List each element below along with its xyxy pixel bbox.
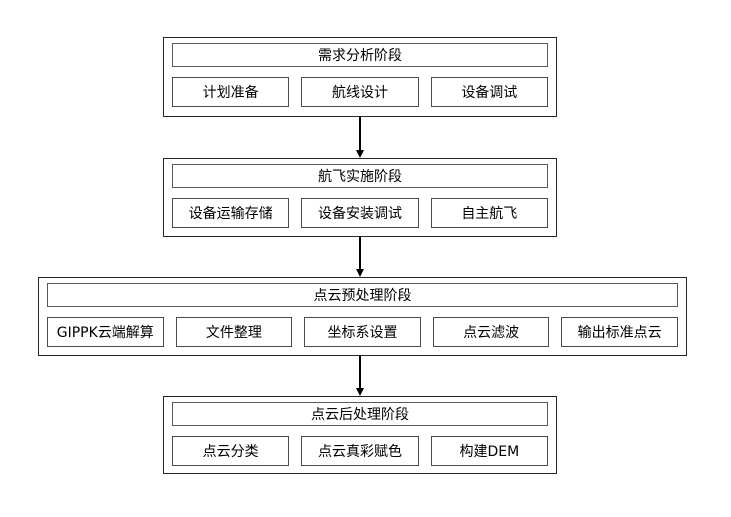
- step-box: 点云滤波: [432, 317, 550, 347]
- step-box: 点云真彩赋色: [301, 436, 419, 466]
- arrow-head: [355, 150, 364, 158]
- stage-header-label: 航飞实施阶段: [318, 169, 402, 185]
- stage-header: 需求分析阶段: [172, 43, 548, 67]
- step-box: 计划准备: [172, 77, 290, 107]
- stage-header: 航飞实施阶段: [172, 164, 548, 188]
- stage-flight-implementation: 航飞实施阶段 设备运输存储 设备安装调试 自主航飞: [163, 158, 557, 237]
- stage-pointcloud-postprocessing: 点云后处理阶段 点云分类 点云真彩赋色 构建DEM: [163, 396, 557, 474]
- stage-header: 点云预处理阶段: [47, 283, 678, 307]
- stage-header: 点云后处理阶段: [172, 402, 548, 426]
- stage-steps-row: 点云分类 点云真彩赋色 构建DEM: [172, 436, 548, 466]
- step-box: 坐标系设置: [304, 317, 421, 347]
- step-box: GIPPK云端解算: [47, 317, 164, 347]
- step-box: 文件整理: [175, 317, 293, 347]
- step-box: 输出标准点云: [561, 317, 678, 347]
- stage-header-label: 点云预处理阶段: [313, 288, 412, 304]
- arrow-line: [359, 237, 361, 270]
- stage-requirements-analysis: 需求分析阶段 计划准备 航线设计 设备调试: [163, 37, 557, 117]
- step-box: 设备运输存储: [172, 198, 290, 228]
- step-box: 设备安装调试: [301, 198, 419, 228]
- step-box: 航线设计: [301, 77, 419, 107]
- step-box: 自主航飞: [430, 198, 548, 228]
- stage-steps-row: GIPPK云端解算 文件整理 坐标系设置 点云滤波 输出标准点云: [47, 317, 678, 347]
- step-box: 设备调试: [430, 77, 548, 107]
- arrow-line: [359, 117, 361, 151]
- stage-steps-row: 计划准备 航线设计 设备调试: [172, 77, 548, 107]
- stage-header-label: 需求分析阶段: [318, 48, 402, 64]
- step-box: 构建DEM: [430, 436, 548, 466]
- arrow-head: [355, 269, 364, 277]
- stage-pointcloud-preprocessing: 点云预处理阶段 GIPPK云端解算 文件整理 坐标系设置 点云滤波 输出标准点云: [38, 277, 687, 356]
- step-box: 点云分类: [172, 436, 290, 466]
- stage-header-label: 点云后处理阶段: [311, 407, 409, 423]
- arrow-head: [355, 388, 364, 396]
- stage-steps-row: 设备运输存储 设备安装调试 自主航飞: [172, 198, 548, 228]
- arrow-line: [359, 356, 361, 389]
